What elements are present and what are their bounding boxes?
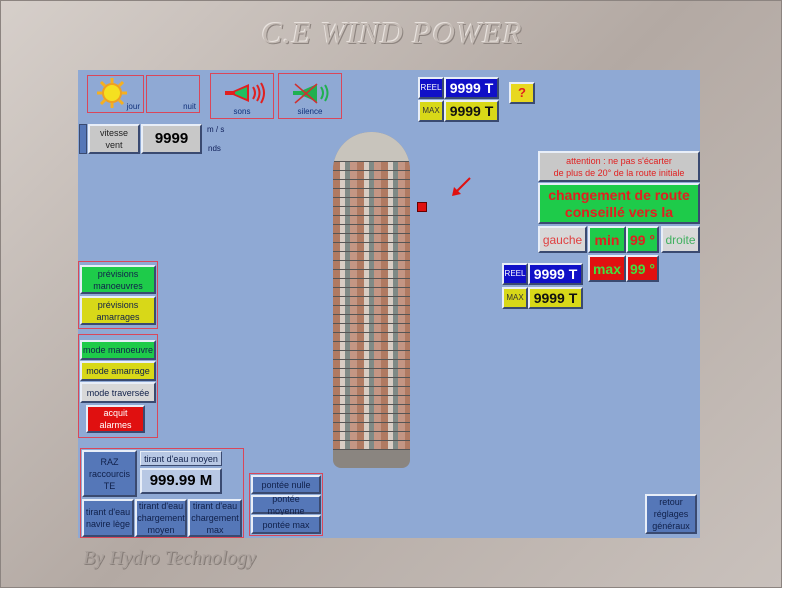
real-load-label: REEL [418, 77, 444, 99]
back-to-settings-button[interactable]: retour réglages généraux [645, 494, 697, 534]
draft-max-load-button[interactable]: tirant d'eau chargement max [188, 499, 242, 537]
draft-group [80, 448, 244, 538]
mode-manoeuvre-button[interactable]: mode manoeuvre [80, 340, 156, 360]
mean-draft-label: tirant d'eau moyen [140, 451, 222, 466]
mode-group [78, 334, 158, 438]
silence-button[interactable]: silence [278, 73, 342, 119]
megaphone-icon [225, 82, 265, 104]
reset-shortcuts-button[interactable]: RAZ raccourcis TE [82, 450, 137, 497]
real-load-value-2: 9999 T [528, 263, 583, 285]
wind-speed-label: vitesse vent [88, 124, 140, 154]
change-line-1: changement de route [548, 186, 690, 203]
wind-slider-handle[interactable] [79, 124, 87, 154]
day-button[interactable]: jour [87, 75, 144, 113]
sun-icon [97, 78, 127, 108]
deck-load-none-button[interactable]: pontée nulle [251, 475, 321, 494]
silence-label: silence [297, 107, 323, 116]
night-label: nuit [183, 102, 196, 111]
edge [782, 0, 800, 600]
unit-knots-toggle[interactable]: nds [208, 144, 221, 153]
unit-ms-toggle[interactable]: m / s [207, 125, 225, 134]
direction-arrow-icon [452, 177, 471, 196]
ship-image [333, 132, 410, 468]
help-button[interactable]: ? [509, 82, 535, 104]
min-angle-value: 99 ° [626, 226, 659, 253]
app-title: C.E WIND POWER [261, 15, 523, 50]
day-label: jour [126, 102, 140, 111]
left-button[interactable]: gauche [538, 226, 587, 253]
acknowledge-alarms-button[interactable]: acquit alarmes [86, 405, 145, 433]
forecast-manoeuvres-button[interactable]: prévisions manoeuvres [80, 265, 156, 294]
draft-medium-load-button[interactable]: tirant d'eau chargement moyen [135, 499, 187, 537]
deck-load-max-button[interactable]: pontée max [251, 515, 321, 534]
mode-crossing-button[interactable]: mode traversée [80, 382, 156, 403]
mean-draft-value: 999.99 M [140, 468, 222, 494]
mode-mooring-button[interactable]: mode amarrage [80, 361, 156, 381]
forecast-moorings-button[interactable]: prévisions amarrages [80, 296, 156, 325]
warning-line-2: de plus de 20° de la route initiale [553, 167, 685, 178]
wind-speed-value: 9999 [141, 124, 202, 154]
change-line-2: conseillé vers la [564, 203, 674, 220]
max-angle-value: 99 ° [626, 255, 659, 282]
muted-megaphone-icon [293, 83, 329, 104]
forecast-group [78, 261, 158, 329]
night-button[interactable]: nuit [146, 75, 200, 113]
moon-icon [168, 85, 177, 103]
footer-brand: By Hydro Technology [83, 547, 256, 569]
draft-light-ship-button[interactable]: tirant d'eau navire lège [82, 499, 134, 537]
real-load-value: 9999 T [444, 77, 499, 99]
max-label: max [588, 255, 626, 282]
max-load-value: 9999 T [444, 100, 499, 122]
max-load-label-2: MAX [502, 287, 528, 309]
right-button[interactable]: droite [661, 226, 700, 253]
wind-label-2: vent [105, 140, 123, 150]
warning-line-1: attention : ne pas s'écarter [566, 155, 672, 166]
wind-label-1: vitesse [99, 128, 128, 138]
sounds-button[interactable]: sons [210, 73, 274, 119]
target-marker [417, 202, 427, 212]
deck-load-medium-button[interactable]: pontée moyenne [251, 494, 321, 516]
deck-load-group [249, 473, 323, 536]
sounds-label: sons [233, 107, 251, 116]
max-load-label: MAX [418, 100, 444, 122]
max-load-value-2: 9999 T [528, 287, 583, 309]
min-label: min [588, 226, 626, 253]
real-load-label-2: REEL [502, 263, 528, 285]
